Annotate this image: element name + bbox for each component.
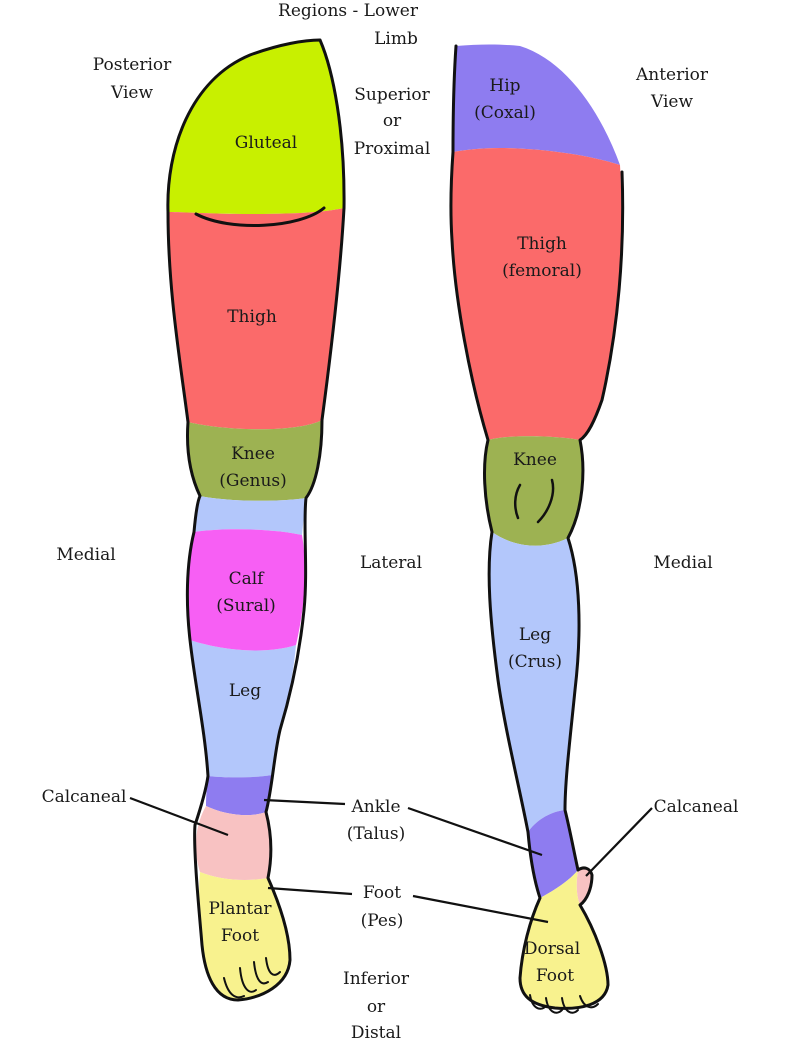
anterior-thigh-region [450, 148, 622, 440]
ankle-label-2: (Talus) [347, 824, 406, 844]
gluteal-fold-line [194, 206, 326, 227]
leader-foot-anterior [412, 894, 549, 924]
inferior-label-1: Inferior [343, 969, 410, 989]
ankle-label-1: Ankle [350, 797, 400, 817]
leader-calcaneal-left [129, 796, 229, 837]
foot-label-1: Foot [363, 883, 401, 903]
superior-label-3: Proximal [354, 139, 431, 159]
posterior-knee-label-1: Knee [231, 444, 275, 464]
leader-foot-posterior [267, 886, 353, 896]
posterior-leg-outline [166, 38, 346, 1002]
foot-label-2: (Pes) [361, 911, 404, 931]
posterior-calf-region [187, 529, 305, 651]
plantar-foot-label-1: Plantar [208, 899, 272, 919]
anterior-toes-outline [529, 994, 599, 1014]
calf-label-2: (Sural) [216, 596, 276, 616]
labels: Regions - Lower Limb Posterior View Ante… [42, 1, 739, 1043]
posterior-leg-label: Leg [229, 681, 261, 701]
superior-label-2: or [383, 111, 402, 131]
anterior-knee-region [484, 436, 583, 546]
dorsal-foot-label-2: Foot [536, 966, 574, 986]
posterior-leg-region [190, 640, 296, 778]
posterior-toes-outline [223, 957, 281, 999]
plantar-foot-label-2: Foot [221, 926, 259, 946]
calcaneal-right-label: Calcaneal [654, 797, 739, 817]
posterior-thigh-label: Thigh [227, 307, 277, 327]
posterior-calcaneal-region [195, 806, 271, 880]
dorsal-foot-label-1: Dorsal [524, 939, 580, 959]
posterior-ankle-region [206, 775, 272, 816]
posterior-leg-upper-region [194, 496, 306, 535]
posterior-knee-region [187, 420, 322, 501]
anterior-view-label-1: Anterior [635, 65, 709, 85]
anterior-knee-label: Knee [513, 450, 557, 470]
anterior-leg-label-1: Leg [519, 625, 551, 645]
hip-label-2: (Coxal) [474, 103, 536, 123]
calcaneal-left-label: Calcaneal [42, 787, 127, 807]
leader-lines [129, 796, 653, 924]
anterior-dorsal-foot-region [520, 870, 608, 1009]
anterior-calcaneal-region [576, 867, 592, 905]
calf-label-1: Calf [229, 569, 266, 589]
patella-lines [514, 478, 555, 524]
anterior-leg [449, 44, 625, 1014]
anterior-ankle-region [528, 810, 578, 898]
posterior-thigh-region [168, 208, 344, 430]
title-line-1: Regions - Lower [278, 1, 419, 21]
posterior-view-label-2: View [110, 83, 153, 103]
title-line-2: Limb [374, 29, 418, 49]
anterior-thigh-label-2: (femoral) [502, 261, 582, 281]
lateral-label: Lateral [360, 553, 422, 573]
leader-calcaneal-right [585, 807, 653, 877]
posterior-view-label-1: Posterior [93, 55, 172, 75]
posterior-leg [166, 38, 346, 1002]
anterior-leg-label-2: (Crus) [508, 652, 562, 672]
medial-left-label: Medial [56, 545, 115, 565]
anterior-view-label-2: View [650, 92, 693, 112]
posterior-gluteal-region [167, 40, 345, 214]
hip-label-1: Hip [489, 76, 520, 96]
leader-ankle-posterior [263, 798, 346, 806]
superior-label-1: Superior [354, 85, 430, 105]
anterior-hip-region [453, 44, 620, 165]
leader-ankle-anterior [407, 806, 543, 857]
anterior-thigh-label-1: Thigh [517, 234, 567, 254]
anterior-leg-outline [449, 44, 625, 1010]
posterior-knee-label-2: (Genus) [219, 471, 287, 491]
inferior-label-3: Distal [351, 1023, 401, 1043]
inferior-label-2: or [367, 997, 386, 1017]
gluteal-label: Gluteal [235, 133, 297, 153]
anterior-leg-region [489, 532, 580, 832]
medial-right-label: Medial [653, 553, 712, 573]
